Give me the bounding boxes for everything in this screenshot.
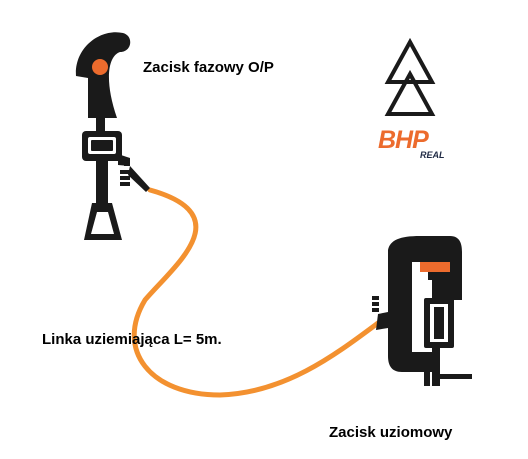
phase-clamp-label: Zacisk fazowy O/P: [143, 59, 274, 76]
earth-clamp-icon: [372, 236, 472, 386]
logo-brand-text: BHP: [378, 126, 429, 154]
earth-clamp-label: Zacisk uziomowy: [329, 424, 453, 441]
logo-triangles-icon: [384, 37, 436, 116]
earthing-lead-label: Linka uziemiająca L= 5m.: [42, 331, 222, 348]
logo-sub-text: REAL: [420, 150, 445, 160]
earthing-cable: [131, 187, 381, 398]
phase-clamp-icon: [75, 32, 150, 240]
